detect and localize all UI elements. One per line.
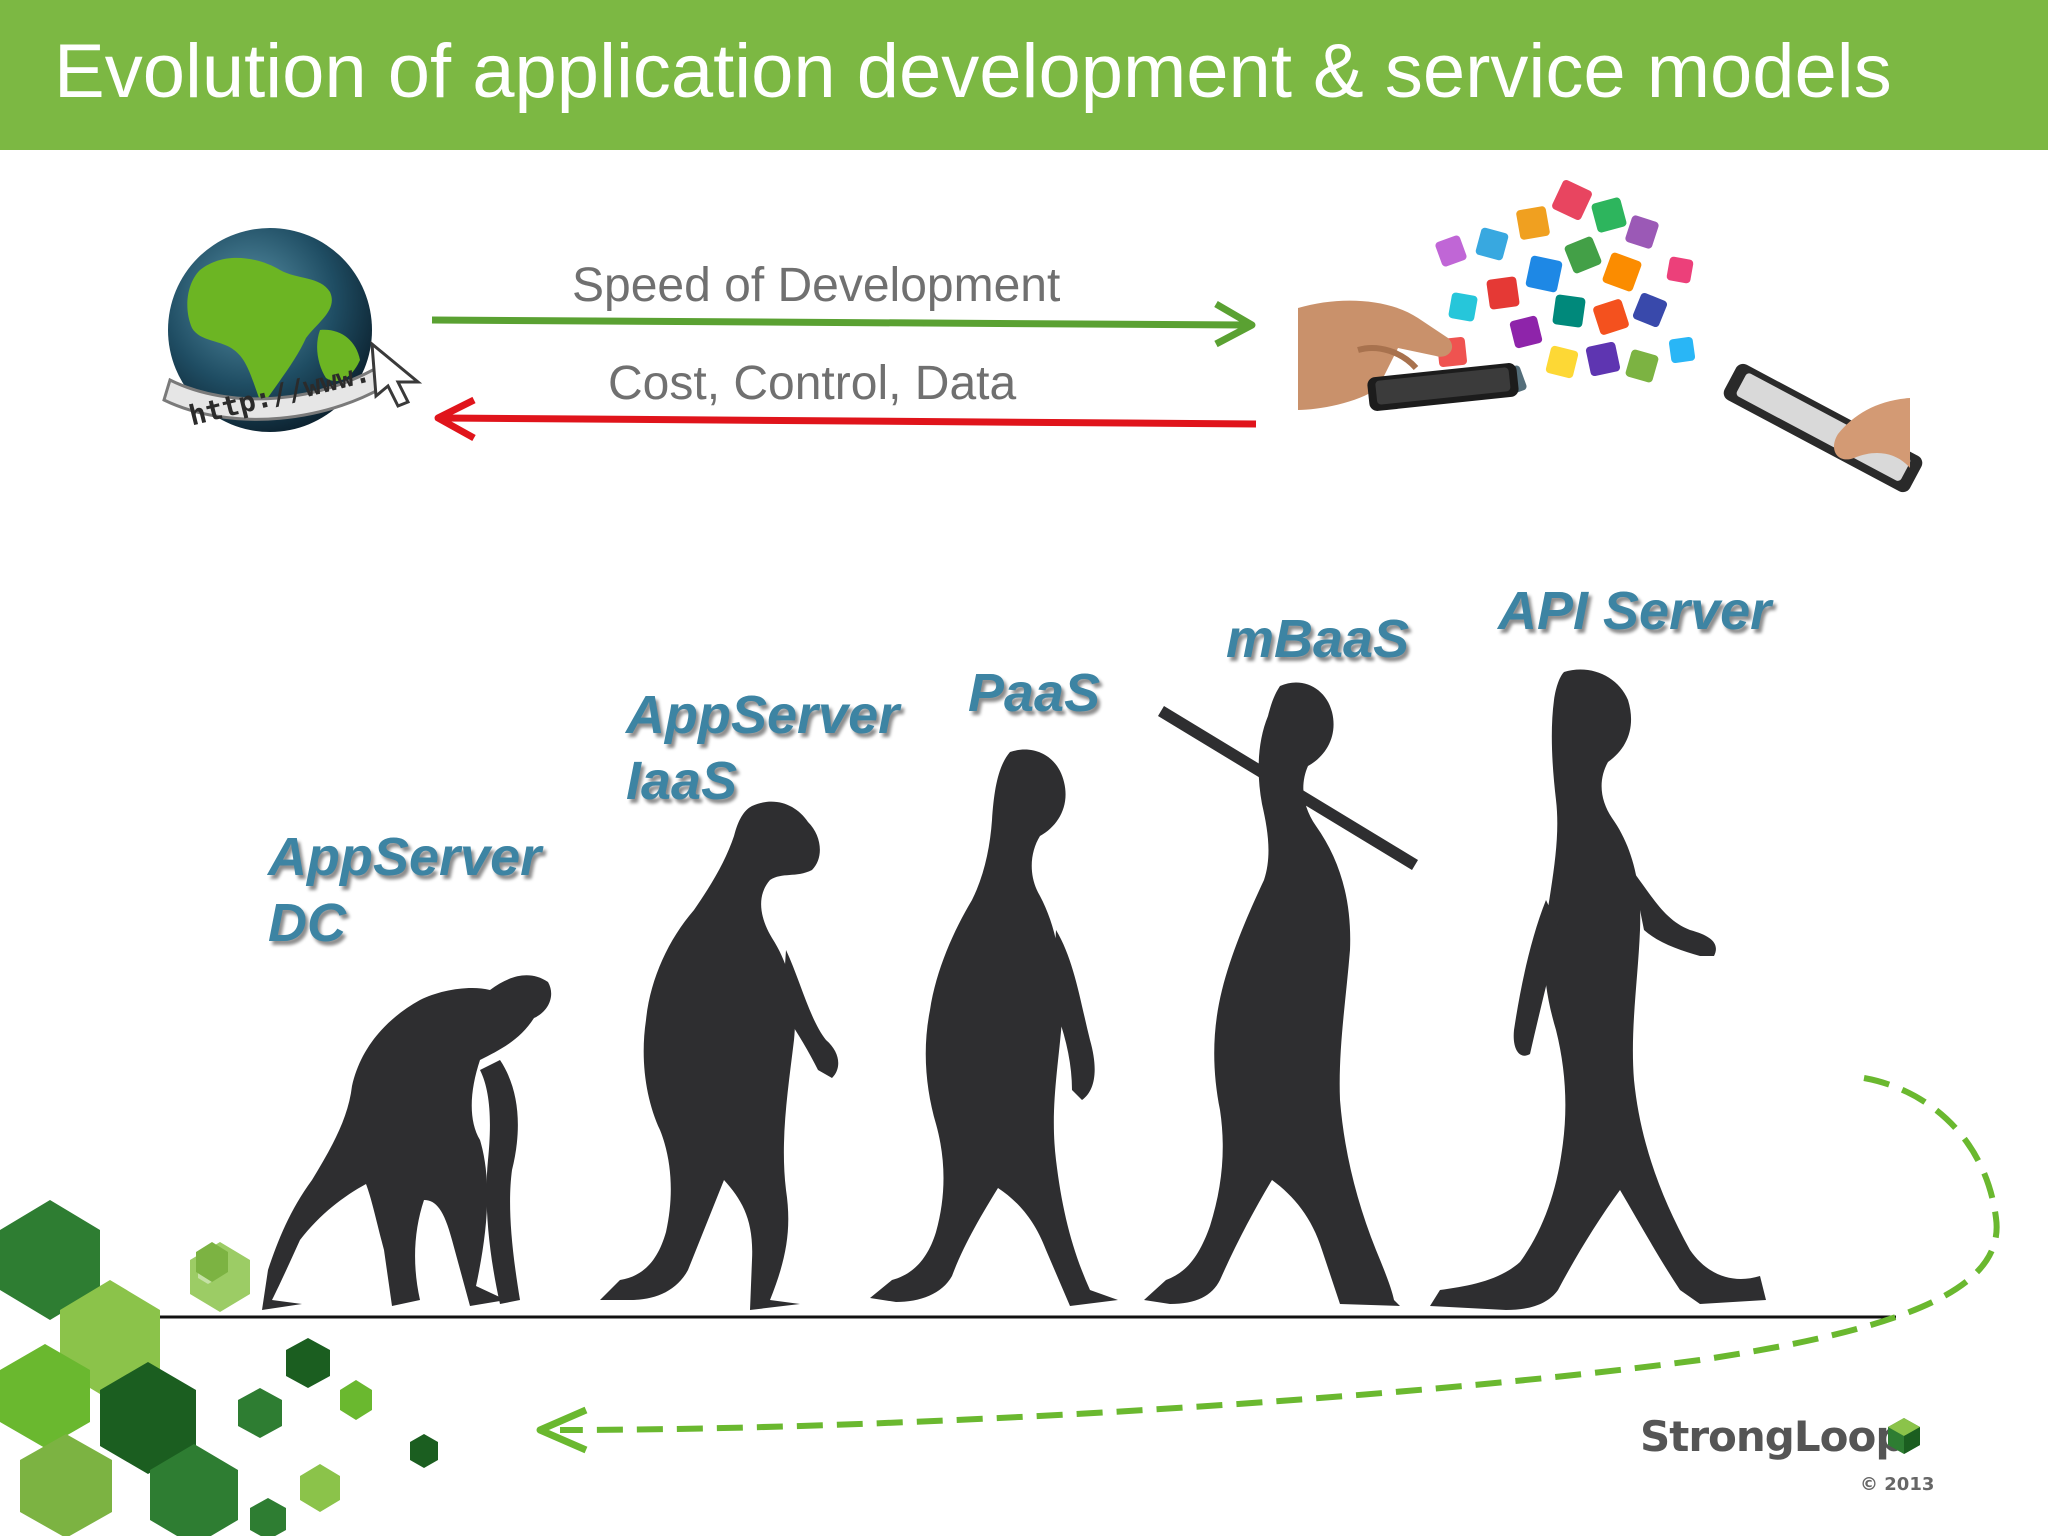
brand-logo: StrongLoop © 2013 [1640, 1412, 1934, 1495]
speed-arrow [431, 300, 1256, 348]
slide-title: Evolution of application development & s… [54, 29, 1892, 114]
cost-control-data-arrow [434, 396, 1257, 442]
ground-line [140, 1315, 1896, 1319]
stage-label-api-server: API Server [1498, 581, 1772, 641]
cost-control-data-label: Cost, Control, Data [608, 357, 1017, 410]
stage-label-appserver-dc: AppServer DC [268, 827, 542, 953]
figure-with-stick [1144, 682, 1418, 1306]
left-hand-with-phone [1298, 300, 1519, 411]
hexagon-pattern [0, 1200, 438, 1536]
stage-label-appserver-iaas: AppServer IaaS [626, 685, 900, 811]
app-icons-cluster [1435, 180, 1696, 397]
cursor-icon [370, 340, 423, 408]
brand-cube-icon [1888, 1418, 1920, 1454]
web-globe-icon: http://www. [162, 228, 423, 432]
mobile-apps-illustration [1298, 180, 1923, 508]
title-bar: Evolution of application development & s… [0, 0, 2048, 150]
decorative-hexagons [0, 1200, 438, 1536]
figure-ape [262, 975, 552, 1310]
brand-copyright: © 2013 [1860, 1474, 1935, 1495]
stage-label-paas: PaaS [968, 663, 1101, 723]
figure-modern-human [1430, 669, 1766, 1310]
figure-stooped-primate [600, 801, 839, 1310]
right-hand-with-tablet [1723, 363, 1923, 493]
speed-of-development-label: Speed of Development [572, 259, 1061, 312]
brand-name: StrongLoop [1640, 1412, 1905, 1461]
stage-label-mbaas: mBaaS [1226, 609, 1410, 669]
figure-hominid [870, 749, 1118, 1306]
